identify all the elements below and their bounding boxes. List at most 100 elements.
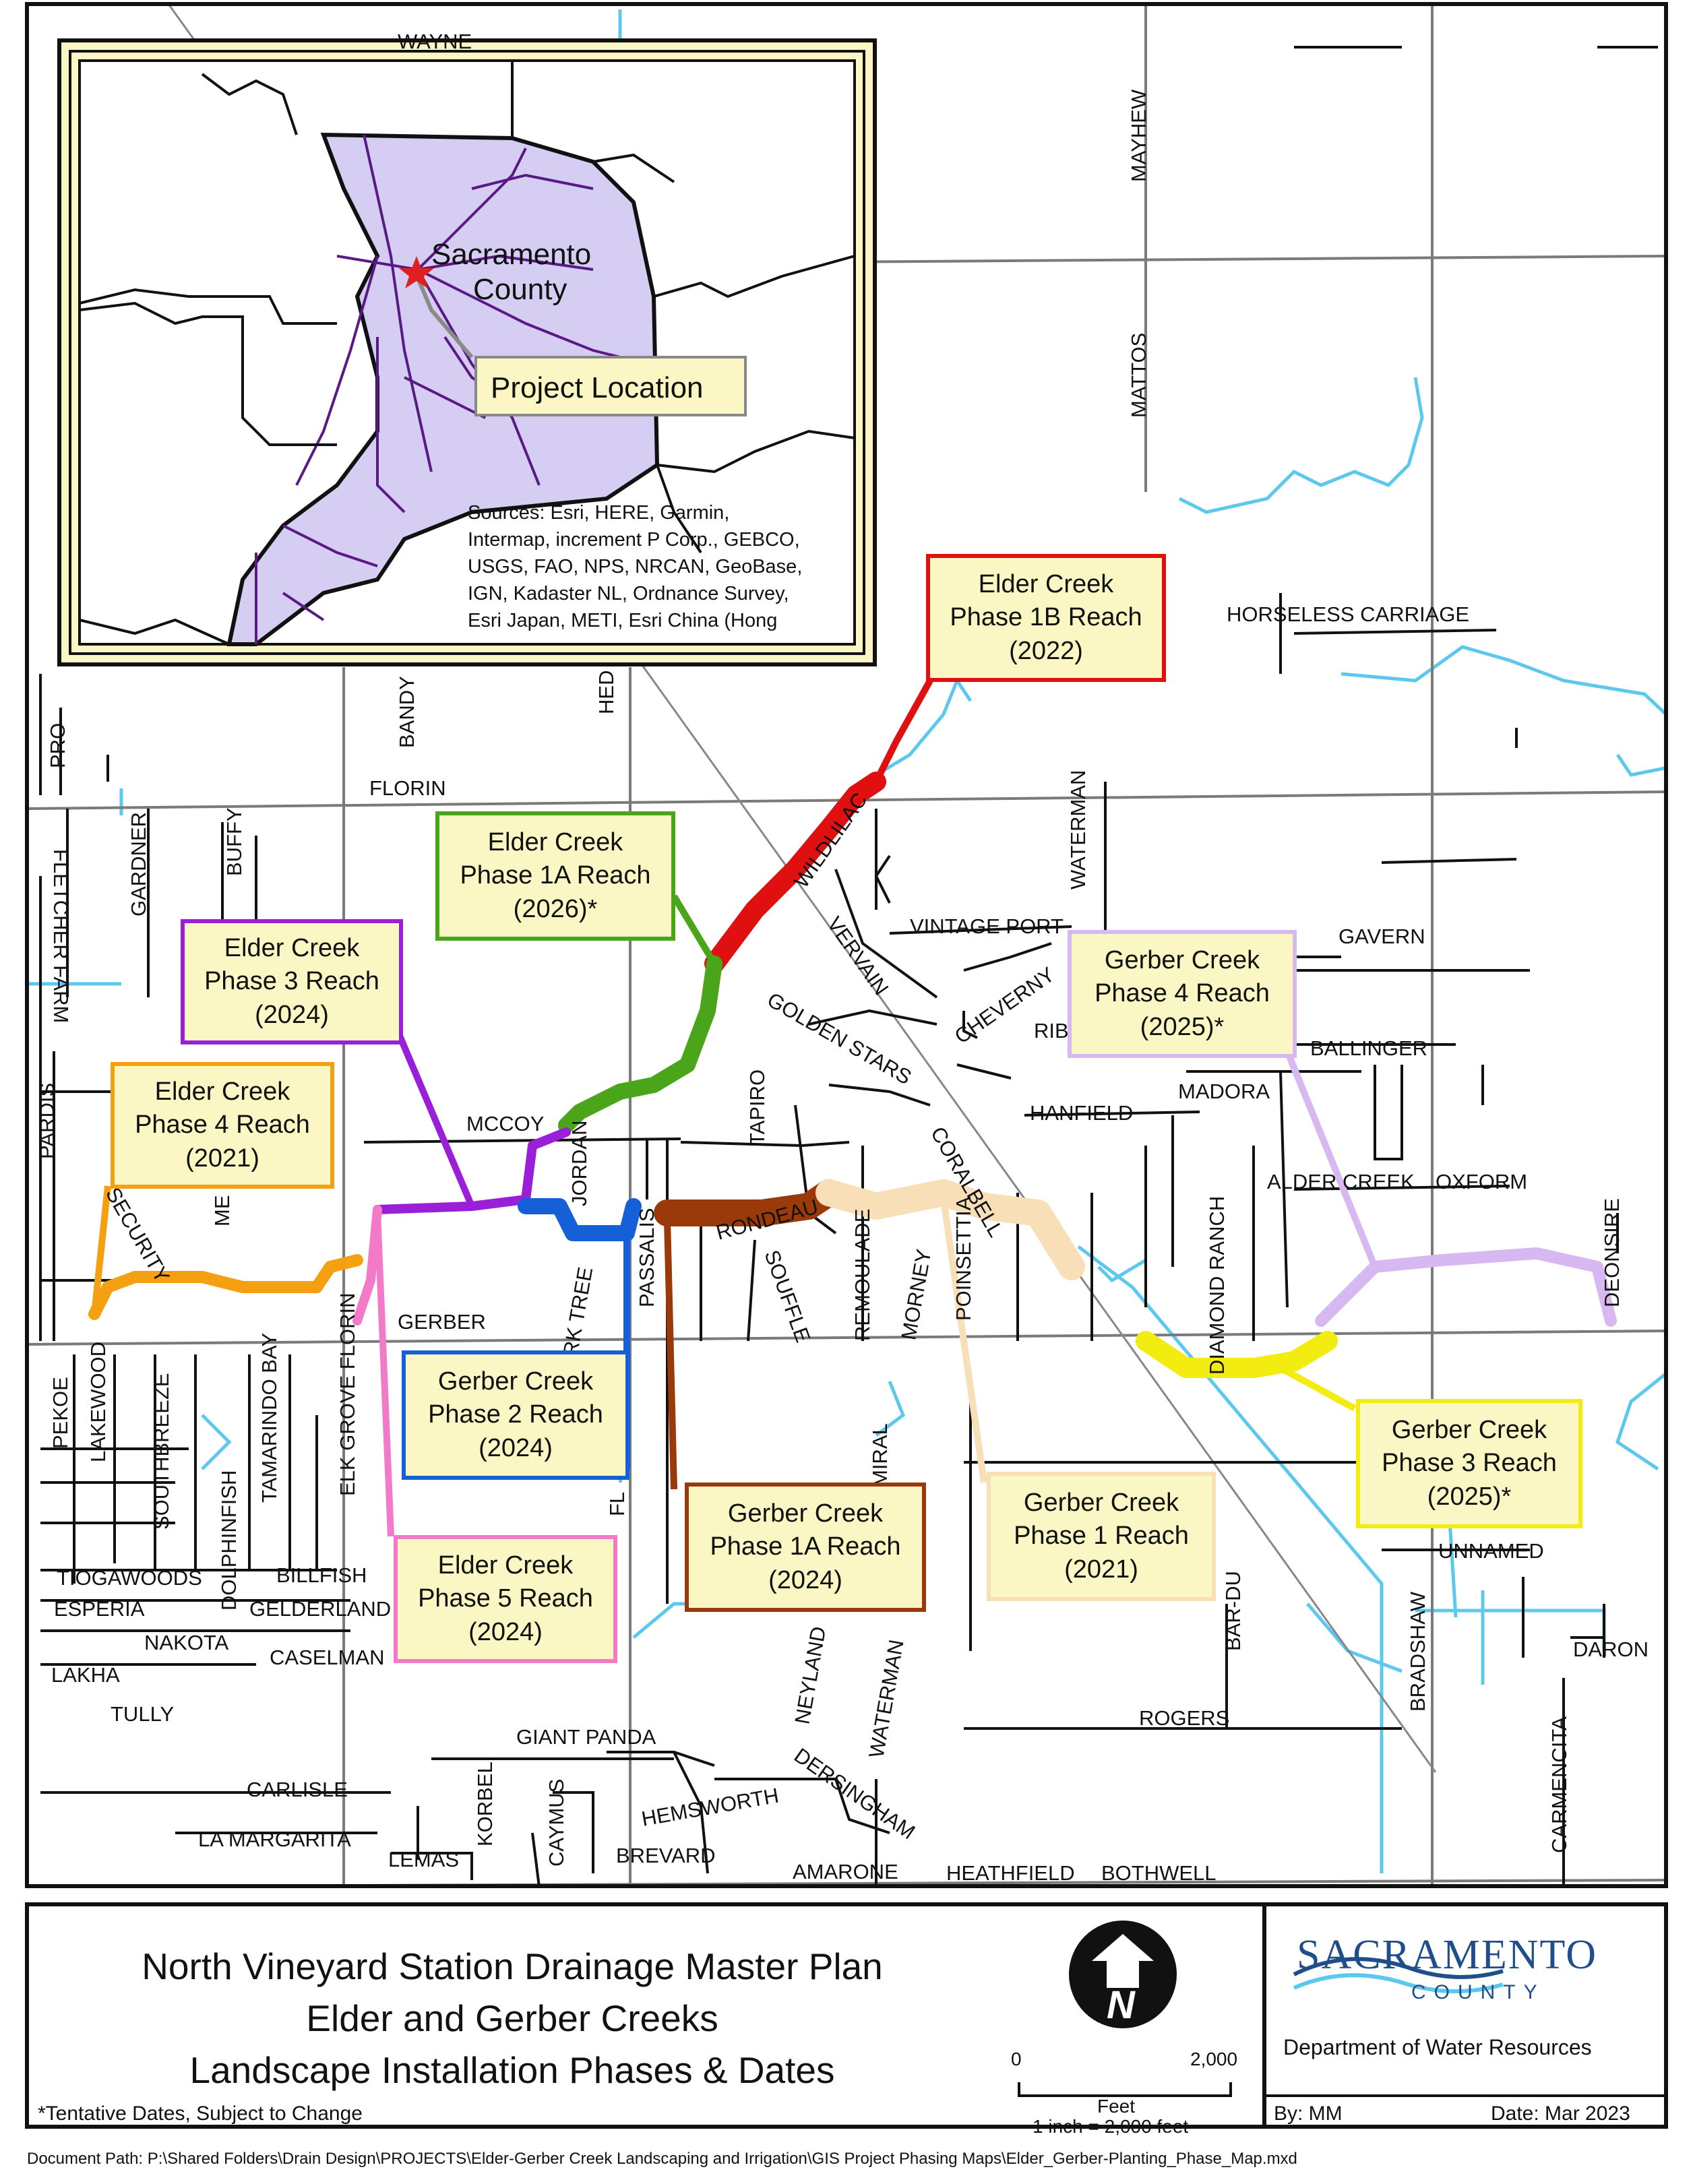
callout-line: Elder Creek: [224, 933, 360, 962]
road-label: CARMENCITA: [1547, 1716, 1571, 1853]
road-label: DEONSIRE: [1600, 1198, 1624, 1307]
scale-zero: 0: [1011, 2049, 1022, 2069]
callout-elder-1a: Elder Creek Phase 1A Reach (2026)*: [435, 811, 675, 941]
callout-line: Gerber Creek: [727, 1499, 884, 1528]
inset-sources: Sources: Esri, HERE, Garmin, Intermap, i…: [468, 502, 802, 631]
street-line: [808, 1009, 937, 1026]
road-label: HED: [594, 670, 618, 714]
inset-roads: [255, 134, 648, 644]
road-label: BOTHWELL: [1101, 1861, 1217, 1885]
road-label: CARLISLE: [247, 1778, 348, 1801]
callout-line: Gerber Creek: [437, 1367, 594, 1396]
inset-sources-line: Intermap, increment P Corp., GEBCO,: [468, 529, 800, 551]
callout-line: (2025)*: [1427, 1482, 1512, 1511]
logo-sub: COUNTY: [1411, 1981, 1545, 2003]
road-label: ESPERIA: [54, 1597, 145, 1621]
scale-unit: Feet: [1097, 2096, 1136, 2117]
scale-max: 2,000: [1190, 2049, 1238, 2069]
leader-elder-4: [91, 1185, 111, 1315]
callout-line: (2024): [255, 1000, 329, 1029]
local-street-layer: [39, 46, 1658, 1887]
callout-line: Elder Creek: [978, 569, 1114, 598]
callout-line: (2026)*: [513, 894, 598, 923]
callout-line: Elder Creek: [154, 1077, 290, 1106]
creek-line: [1615, 753, 1665, 777]
callout-elder-1b: Elder Creek Phase 1B Reach (2022): [926, 554, 1166, 682]
road-label: RIB: [1034, 1019, 1069, 1042]
reach-elder-1b: [704, 772, 886, 974]
road-label: MCCOY: [466, 1112, 544, 1135]
road-label: FLETCHER FARM: [49, 849, 73, 1023]
reach-gerber-2: [518, 1198, 642, 1241]
road-label: LAKHA: [51, 1663, 120, 1687]
street-line: [1374, 1065, 1403, 1160]
road-label: WATERMAN: [1066, 770, 1090, 890]
road-label: TAPIRO: [745, 1069, 769, 1146]
road-label: MAYHEW: [1127, 89, 1150, 182]
north-letter: N: [1107, 1983, 1135, 2027]
callout-line: (2024): [479, 1433, 553, 1462]
document-path: Document Path: P:\Shared Folders\Drain D…: [27, 2150, 1297, 2168]
creek-line: [875, 1381, 906, 1437]
reach-gerber-4: [1315, 1247, 1617, 1327]
callout-line: Phase 2 Reach: [428, 1400, 603, 1429]
map-title: North Vineyard Station Drainage Master P…: [40, 1941, 984, 2096]
leader-elder-5: [374, 1212, 394, 1537]
street-line: [673, 1751, 709, 1874]
street-line: [1293, 629, 1497, 635]
street-line: [834, 869, 938, 999]
callout-line: Phase 3 Reach: [1382, 1449, 1557, 1478]
callout-line: Phase 1A Reach: [460, 861, 651, 890]
reach-elder-1a: [558, 956, 722, 1133]
department-label: Department of Water Resources: [1283, 2035, 1592, 2059]
sacramento-logo-waves: [1293, 1957, 1504, 1993]
road-label: BUFFY: [222, 807, 246, 876]
callout-gerber-4: Gerber Creek Phase 4 Reach (2025)*: [1068, 930, 1297, 1058]
road-label: NAKOTA: [144, 1631, 228, 1654]
scale-ratio: 1 inch = 2,000 feet: [1033, 2116, 1189, 2137]
road-label: SOUTHBREEZE: [150, 1373, 173, 1530]
road-label: LA MARGARITA: [198, 1828, 351, 1851]
locator-inset: Sacramento County Project Location Sourc…: [57, 38, 877, 666]
callout-elder-4: Elder Creek Phase 4 Reach (2021): [111, 1062, 334, 1189]
phase-reaches: [88, 772, 1617, 1378]
callout-line: Phase 4 Reach: [1095, 979, 1270, 1008]
street-line: [363, 1137, 681, 1144]
street-line: [714, 1778, 890, 1834]
reach-gerber-1: [815, 1179, 1085, 1280]
callout-line: (2025)*: [1140, 1012, 1225, 1041]
callout-line: (2024): [468, 1617, 543, 1646]
creek-line: [1341, 645, 1667, 716]
date-label: Date: Mar 2023: [1491, 2102, 1630, 2125]
creek-line: [1097, 1258, 1147, 1283]
callout-line: (2022): [1009, 636, 1083, 665]
road-label: PASSALIS: [635, 1208, 658, 1307]
map-title-line: Landscape Installation Phases & Dates: [189, 2049, 835, 2091]
street-line: [1024, 1111, 1200, 1117]
creek-line: [1178, 377, 1424, 514]
road-line: [727, 255, 1667, 264]
creek-line: [1615, 1373, 1666, 1471]
callout-line: Gerber Creek: [1104, 945, 1260, 974]
arterial-road-layer: [26, 4, 1667, 1888]
author-label: By: MM: [1274, 2102, 1343, 2125]
project-location-leader: [414, 274, 474, 358]
road-label: GARDNER: [127, 812, 150, 916]
inset-sources-line: IGN, Kadaster NL, Ordnance Survey,: [468, 583, 789, 604]
leader-elder-3: [394, 1030, 475, 1208]
road-label: GAVERN: [1338, 925, 1425, 948]
street-line: [828, 1084, 931, 1106]
road-label: LAKEWOOD: [86, 1342, 110, 1462]
road-label: GIANT PANDA: [516, 1725, 656, 1749]
road-label: MATTOS: [1127, 333, 1150, 418]
road-label: CAYMUS: [545, 1779, 568, 1867]
leader-gerber-3: [1279, 1365, 1357, 1412]
callout-line: Elder Creek: [487, 828, 623, 856]
road-label: BAR-DU: [1221, 1571, 1245, 1651]
road-label: GELDERLAND: [249, 1597, 391, 1621]
reach-elder-4: [88, 1254, 363, 1320]
callout-line: Elder Creek: [437, 1551, 574, 1580]
road-label: FL: [605, 1492, 629, 1516]
road-label: REMOULADE: [851, 1209, 874, 1341]
